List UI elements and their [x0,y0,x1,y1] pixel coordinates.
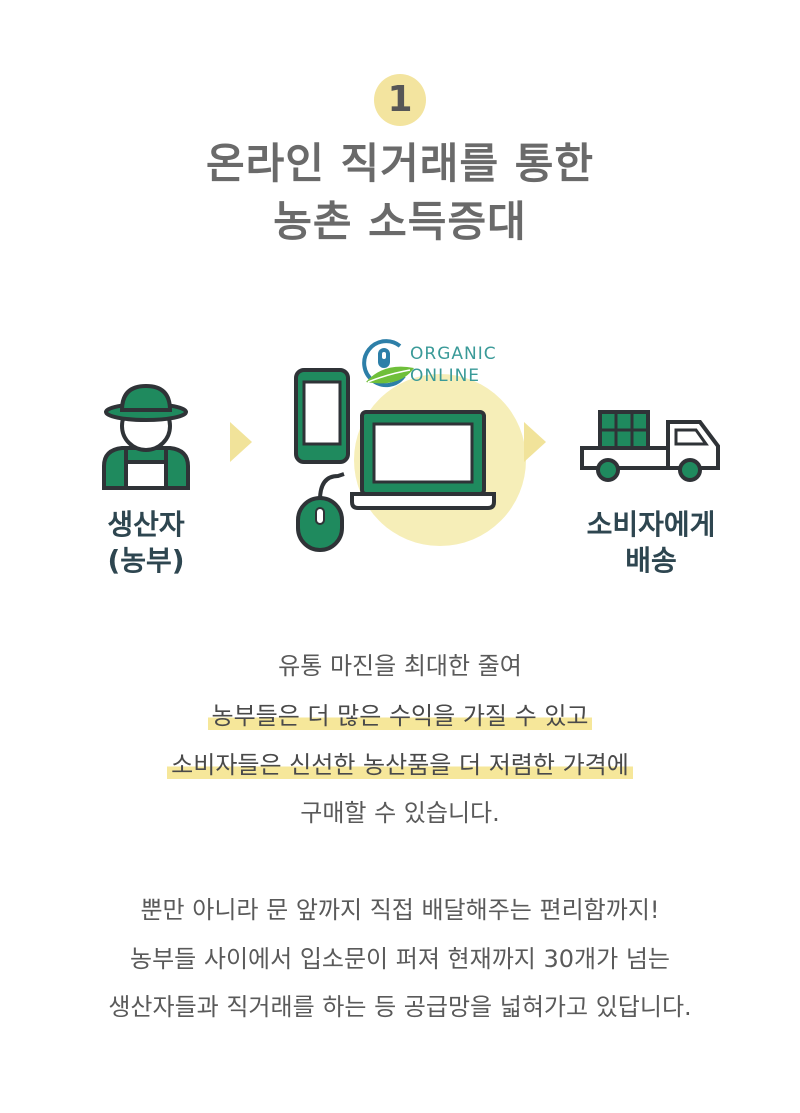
body-text-highlight-line: 소비자들은 신선한 농산품을 더 저렴한 가격에 [0,745,800,780]
step-number-badge: 1 [374,74,426,126]
body-text-line: 구매할 수 있습니다. [300,799,500,827]
page-title-line1: 온라인 직거래를 통한 [205,139,594,188]
consumer-label-line1: 소비자에게 [586,508,716,541]
body-text-line: 생산자들과 직거래를 하는 등 공급망을 넓혀가고 있답니다. [108,993,692,1021]
body-text-line: 뿐만 아니라 문 앞까지 직접 배달해주는 편리함까지! [140,896,660,924]
laptop-icon [348,408,498,514]
producer-label-line2: (농부) [107,544,185,577]
body-text-highlight-line: 농부들은 더 많은 수익을 가질 수 있고 [0,696,800,731]
organic-online-logo: ORGANIC ONLINE [360,336,540,392]
body-text-line: 농부들 사이에서 입소문이 퍼져 현재까지 30개가 넘는 [130,945,670,973]
body-text-line: 유통 마진을 최대한 줄여 [278,652,522,680]
flow-arrow-icon [228,420,254,468]
logo-text-line1: ORGANIC [410,344,497,364]
producer-label-line1: 생산자 [107,508,185,541]
consumer-label-line2: 배송 [625,544,677,577]
flow-arrow-icon [522,420,548,468]
mouse-icon [292,468,352,554]
page-title-line2: 농촌 소득증대 [273,197,527,246]
delivery-truck-icon [578,406,724,486]
logo-text-line2: ONLINE [410,366,481,386]
farmer-icon [96,380,196,490]
smartphone-icon [292,366,352,466]
